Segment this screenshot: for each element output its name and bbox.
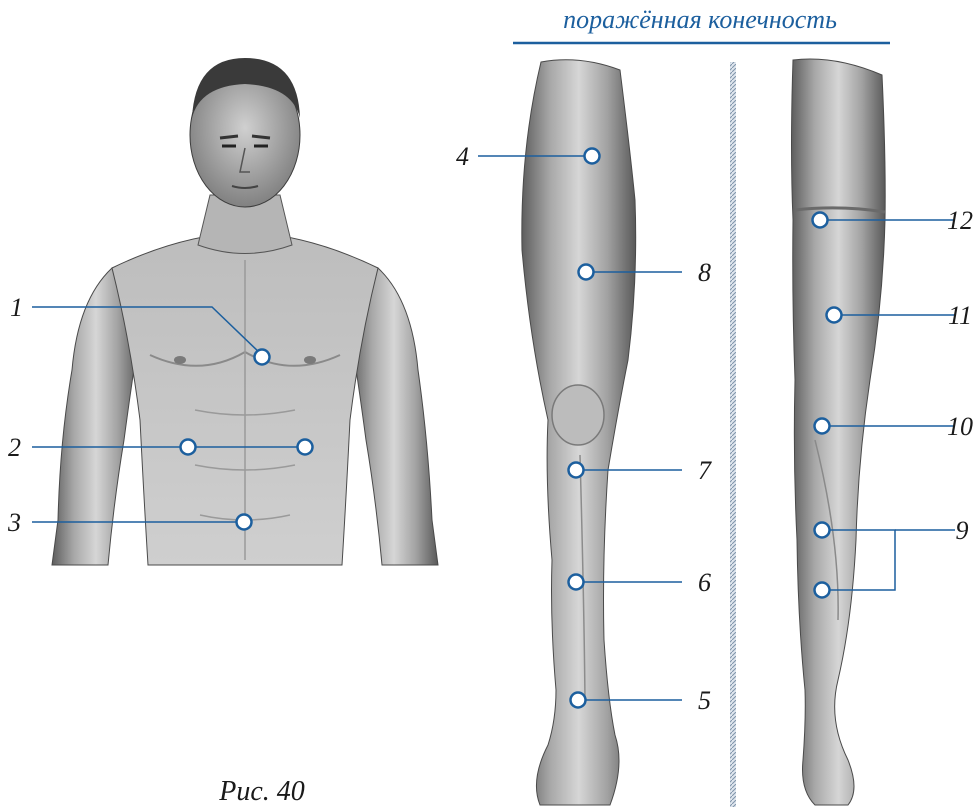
kneecap xyxy=(552,385,604,445)
figure-caption: Рис. 40 xyxy=(218,776,305,807)
label-9: 9 xyxy=(956,516,969,545)
leg-back xyxy=(792,59,886,805)
label-1: 1 xyxy=(10,293,23,322)
nipple-right xyxy=(304,356,316,364)
point-9-lower xyxy=(815,583,830,598)
point-3 xyxy=(237,515,252,530)
divider-line xyxy=(730,62,736,807)
point-7 xyxy=(569,463,584,478)
diagram-title: поражённая конечность xyxy=(563,5,837,34)
point-2-left xyxy=(181,440,196,455)
label-2: 2 xyxy=(8,433,21,462)
point-12 xyxy=(813,213,828,228)
point-5 xyxy=(571,693,586,708)
point-6 xyxy=(569,575,584,590)
point-9-upper xyxy=(815,523,830,538)
leg-back-shape xyxy=(792,59,886,805)
nipple-left xyxy=(174,356,186,364)
point-8 xyxy=(579,265,594,280)
torso-figure xyxy=(52,58,438,565)
label-5: 5 xyxy=(698,686,711,715)
label-7: 7 xyxy=(698,456,712,485)
point-4 xyxy=(585,149,600,164)
point-1 xyxy=(255,350,270,365)
label-6: 6 xyxy=(698,568,711,597)
label-4: 4 xyxy=(456,142,469,171)
label-11: 11 xyxy=(948,301,972,330)
label-3: 3 xyxy=(7,508,21,537)
label-8: 8 xyxy=(698,258,711,287)
label-10: 10 xyxy=(947,412,973,441)
label-12: 12 xyxy=(947,206,973,235)
point-10 xyxy=(815,419,830,434)
point-11 xyxy=(827,308,842,323)
point-2-right xyxy=(298,440,313,455)
